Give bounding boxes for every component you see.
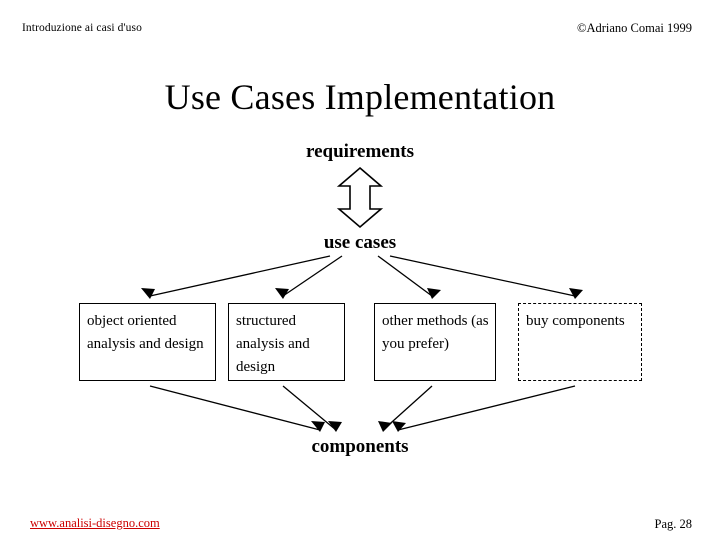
arrow-line-box4-components: [397, 385, 576, 431]
footer-website-link[interactable]: www.analisi-disegno.com: [30, 516, 160, 530]
arrowhead-components-4: [392, 421, 406, 432]
arrow-line-uc-box1: [149, 255, 331, 297]
method-box-object-oriented: object oriented analysis and design: [79, 303, 216, 381]
method-box-buy-components: buy components: [518, 303, 642, 381]
arrow-line-box2-components: [282, 385, 337, 431]
arrow-line-uc-box3: [377, 255, 433, 297]
arrowhead-box3: [427, 288, 441, 299]
arrowhead-components-2: [328, 421, 342, 432]
page-title: Use Cases Implementation: [164, 77, 556, 117]
arrow-line-uc-box4: [389, 255, 576, 297]
arrowhead-box4: [569, 288, 583, 299]
arrow-line-box1-components: [149, 385, 321, 431]
diagram-label-requirements: requirements: [305, 141, 414, 162]
header-left-text: Introduzione ai casi d'uso: [22, 22, 142, 34]
arrow-line-box3-components: [382, 385, 433, 431]
diagram-label-components: components: [311, 436, 409, 457]
arrowhead-box2: [275, 288, 289, 299]
arrowhead-box1: [141, 288, 155, 299]
footer-page-number: Pag. 28: [654, 517, 693, 531]
method-box-structured: structured analysis and design: [228, 303, 345, 381]
arrowhead-components-1: [311, 421, 325, 432]
double-arrow-icon: [336, 166, 384, 229]
diagram-label-use-cases: use cases: [323, 232, 397, 253]
method-box-other-methods: other methods (as you prefer): [374, 303, 496, 381]
arrow-line-uc-box2: [282, 255, 343, 297]
arrowhead-components-3: [378, 421, 392, 432]
header-copyright: ©Adriano Comai 1999: [576, 21, 692, 35]
